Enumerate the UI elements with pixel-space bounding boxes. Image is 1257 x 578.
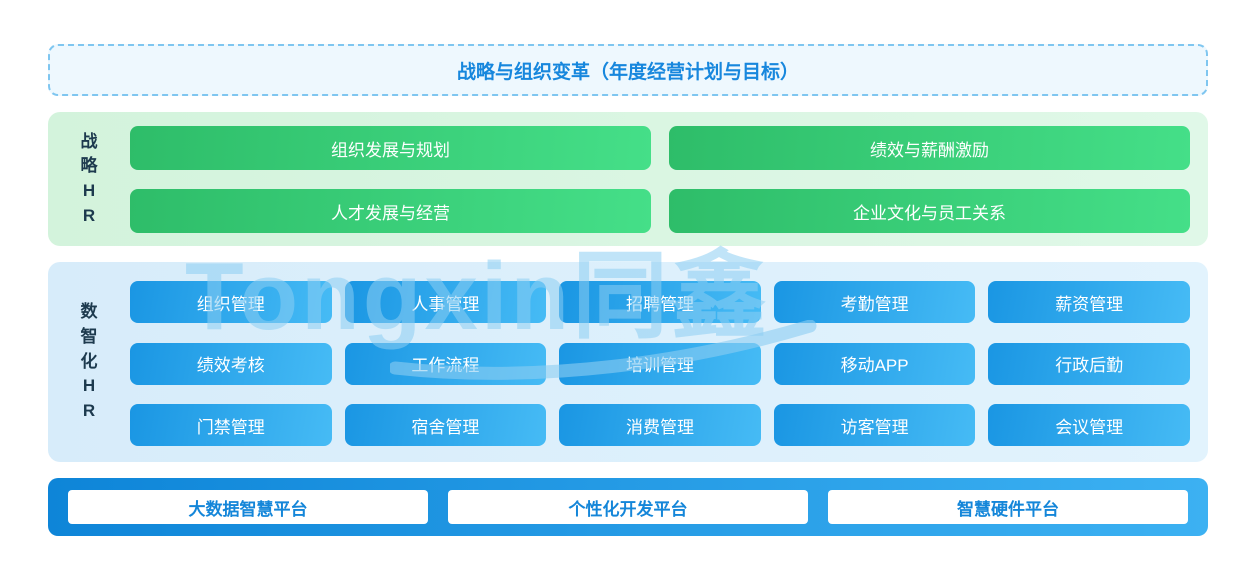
module-mobile-app: 移动APP — [773, 342, 976, 385]
digital-hr-label-char: H — [82, 376, 96, 396]
strategy-block-talent-development: 人才发展与经营 — [130, 189, 651, 233]
module-attendance-management: 考勤管理 — [773, 281, 976, 323]
module-payroll-management: 薪资管理 — [988, 281, 1190, 323]
strategy-hr-section: 战 略 H R 组织发展与规划 绩效与薪酬激励 人才发展与经营 企业文化与员工关… — [48, 112, 1208, 246]
module-access-control: 门禁管理 — [130, 404, 332, 446]
digital-hr-label-char: 化 — [80, 351, 98, 371]
module-recruitment-management: 招聘管理 — [559, 281, 761, 323]
platform-smart-hardware: 智慧硬件平台 — [828, 490, 1188, 524]
platform-bigdata: 大数据智慧平台 — [68, 490, 428, 524]
digital-hr-label-char: R — [82, 400, 96, 420]
platform-bar: 大数据智慧平台 个性化开发平台 智慧硬件平台 — [48, 478, 1208, 536]
strategy-block-org-development: 组织发展与规划 — [130, 126, 651, 170]
module-meeting-management: 会议管理 — [988, 404, 1190, 446]
module-dormitory-management: 宿舍管理 — [344, 404, 547, 446]
digital-hr-label-char: 智 — [80, 327, 98, 347]
module-performance-review: 绩效考核 — [130, 342, 332, 385]
strategy-block-culture-relations: 企业文化与员工关系 — [669, 189, 1190, 233]
digital-hr-label: 数 智 化 H R — [48, 262, 130, 462]
strategy-hr-label: 战 略 H R — [48, 112, 130, 246]
strategy-hr-grid: 组织发展与规划 绩效与薪酬激励 人才发展与经营 企业文化与员工关系 — [130, 112, 1208, 246]
module-training-management: 培训管理 — [559, 342, 761, 385]
strategy-change-banner: 战略与组织变革（年度经营计划与目标） — [48, 44, 1208, 96]
digital-hr-grid: 组织管理 人事管理 招聘管理 考勤管理 薪资管理 绩效考核 工作流程 培训管理 … — [130, 262, 1208, 462]
module-admin-logistics: 行政后勤 — [988, 342, 1190, 385]
module-personnel-management: 人事管理 — [344, 281, 547, 323]
strategy-hr-label-char: H — [82, 181, 96, 200]
module-consumption-management: 消费管理 — [559, 404, 761, 446]
strategy-hr-label-char: 战 — [80, 131, 98, 151]
module-visitor-management: 访客管理 — [773, 404, 976, 446]
strategy-block-performance-compensation: 绩效与薪酬激励 — [669, 126, 1190, 170]
module-workflow: 工作流程 — [344, 342, 547, 385]
strategy-hr-label-char: R — [82, 205, 96, 225]
module-org-management: 组织管理 — [130, 281, 332, 323]
digital-hr-section: 数 智 化 H R 组织管理 人事管理 招聘管理 考勤管理 薪资管理 绩效考核 … — [48, 262, 1208, 462]
strategy-hr-label-char: 略 — [80, 156, 98, 176]
strategy-change-banner-label: 战略与组织变革（年度经营计划与目标） — [456, 61, 799, 83]
digital-hr-label-char: 数 — [80, 302, 98, 322]
platform-custom-development: 个性化开发平台 — [448, 490, 808, 524]
